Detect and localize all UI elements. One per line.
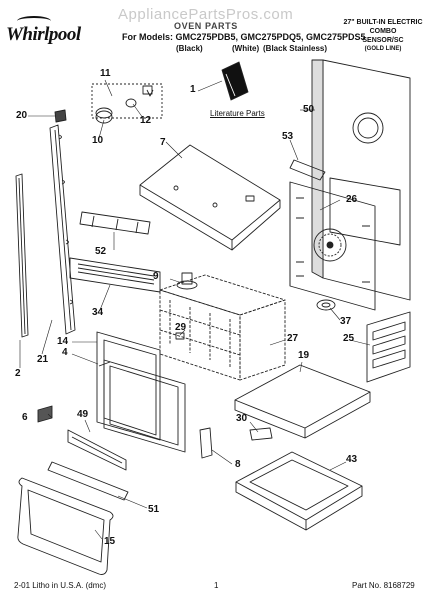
model-list: For Models: GMC275PDB5, GMC275PDQ5, GMC2… [122,32,366,42]
footer-page-number: 1 [214,581,219,590]
part-bottom-pan [235,451,363,531]
callout-1: 1 [190,84,196,95]
part-hinge-receiver [175,332,185,340]
product-description: 27" BUILT-IN ELECTRIC COMBO SENSOR/SC (G… [343,19,423,52]
callout-4: 4 [62,347,68,358]
whirlpool-swirl-icon [17,16,51,26]
callout-10: 10 [92,135,104,146]
part-element-bracket [316,299,336,311]
callout-6: 6 [22,412,28,423]
part-light-socket [176,272,198,290]
watermark: AppliancePartsPros.com [118,6,294,23]
part-top-bracket [289,159,326,181]
part-door-latch [249,427,273,441]
part-door-strip [47,461,129,501]
part-bottom-trim [67,429,127,471]
callout-29: 29 [175,322,187,333]
part-side-duct [366,311,411,383]
callout-52: 52 [95,246,107,257]
part-fan-panel [289,181,376,311]
part-side-trim [49,124,76,335]
finish-white: (White) [232,44,260,53]
callout-14: 14 [57,336,69,347]
callout-21: 21 [37,354,49,365]
callout-30: 30 [236,413,248,424]
footer-litho: 2-01 Litho in U.S.A. (dmc) [14,581,107,590]
brand-logo: Whirlpool [6,24,81,45]
callout-37: 37 [340,316,352,327]
part-screw [98,361,111,367]
callout-19: 19 [298,350,310,361]
callout-20: 20 [16,110,28,121]
callout-11: 11 [100,68,111,79]
callout-8: 8 [235,459,241,470]
literature-parts-label: Literature Parts [210,109,265,118]
part-clip [54,109,67,123]
finish-stainless: (Black Stainless) [263,44,328,53]
diagram-title: OVEN PARTS [174,21,238,31]
callout-53: 53 [282,131,294,142]
part-front-bracket [79,211,151,235]
part-top-panel [139,144,281,251]
finish-black: (Black) [176,44,203,53]
part-broil-tray [234,364,371,439]
part-door-gasket [17,477,114,575]
callout-2: 2 [15,368,21,379]
callout-15: 15 [104,536,116,547]
callout-43: 43 [346,454,358,465]
callout-34: 34 [92,307,104,318]
part-vent-panel [69,257,161,293]
callout-27: 27 [287,333,299,344]
part-literature-booklet [221,61,249,101]
callout-12: 12 [140,115,152,126]
callout-7: 7 [160,137,166,148]
part-knob-assembly [91,83,163,124]
part-gasket-strip [15,173,29,338]
callout-50: 50 [303,104,315,115]
footer-part-number: Part No. 8168729 [352,581,415,590]
part-door-frame [96,331,186,453]
callout-25: 25 [343,333,355,344]
callout-51: 51 [148,504,160,515]
part-back-panel [311,59,411,301]
callout-9: 9 [153,271,159,282]
leader-lines [19,79,371,540]
callout-49: 49 [77,409,89,420]
callout-26: 26 [346,194,358,205]
part-oven-cavity [159,274,286,381]
part-insulation-block [37,405,53,423]
part-door-hinge [199,427,213,459]
